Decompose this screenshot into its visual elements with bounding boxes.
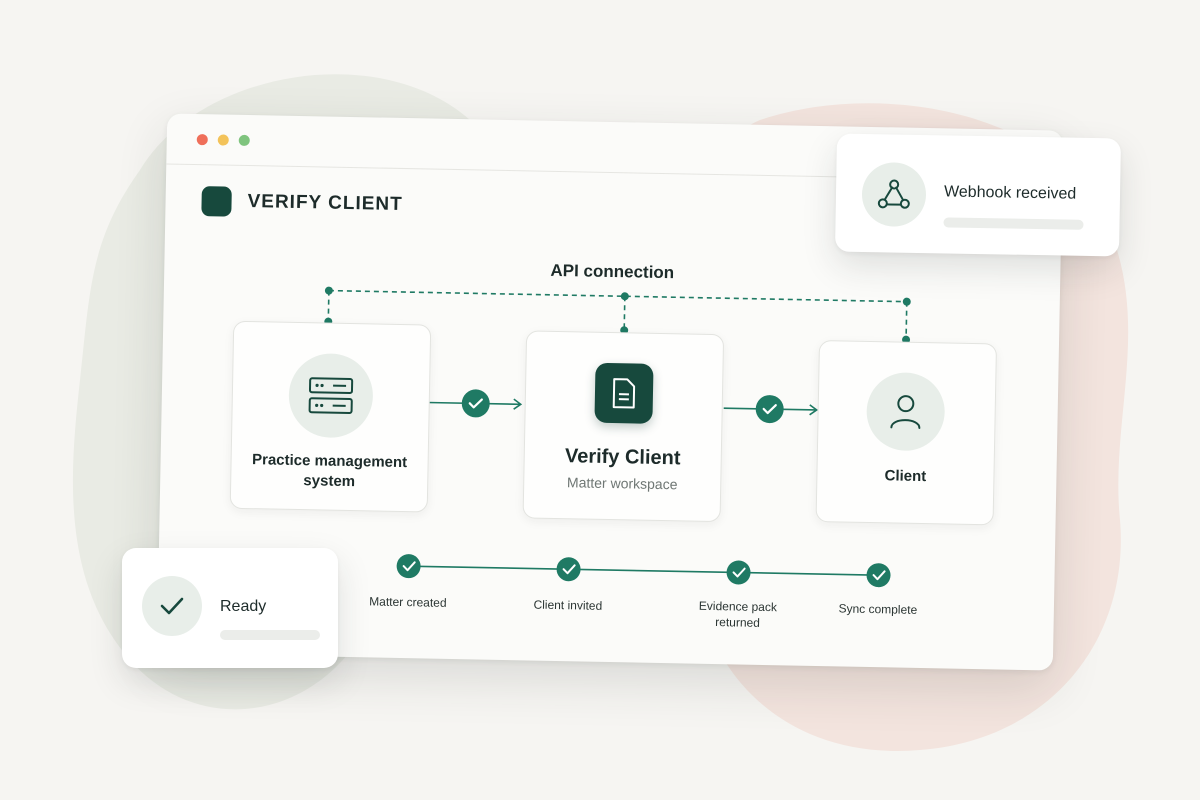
checkmark-icon — [562, 564, 576, 575]
api-drop-verify — [623, 296, 626, 331]
user-icon — [890, 395, 921, 429]
webhook-icon-wrapper — [861, 161, 927, 228]
node-practice-management[interactable]: Practice management system — [229, 320, 432, 513]
flow-check-circle — [755, 395, 784, 424]
ready-notification-card[interactable]: Ready — [122, 548, 338, 668]
node-title: Verify Client — [564, 445, 681, 470]
timeline-step-marker — [726, 560, 751, 585]
checkmark-icon — [468, 398, 483, 409]
connection-lines — [324, 286, 911, 588]
webhook-label: Webhook received — [943, 183, 1077, 203]
checkmark-icon — [872, 570, 886, 581]
webhook-placeholder-bar — [943, 217, 1084, 230]
timeline-step-marker — [866, 563, 891, 588]
app-window: VERIFY CLIENT API connection — [156, 113, 1064, 671]
api-drop-pms — [327, 290, 330, 322]
timeline-step-label: Evidence pack returned — [698, 598, 778, 630]
node-client[interactable]: Client — [815, 340, 998, 526]
user-icon-wrapper — [865, 371, 946, 452]
document-icon — [612, 378, 636, 409]
flow-check-circle — [461, 389, 490, 418]
server-icon-wrapper — [288, 352, 374, 439]
checkmark-icon-wrapper — [142, 576, 202, 636]
timeline-step-label: Sync complete — [838, 601, 918, 617]
timeline-step-label: Client invited — [533, 597, 603, 613]
webhook-icon — [877, 179, 910, 209]
checkmark-icon — [732, 567, 746, 578]
api-node-dot — [324, 286, 333, 295]
checkmark-icon — [762, 404, 777, 415]
node-subtitle: Matter workspace — [566, 474, 678, 493]
ready-label: Ready — [220, 598, 267, 615]
arrowhead-icon — [513, 398, 523, 410]
node-verify-client[interactable]: Verify Client Matter workspace — [522, 330, 725, 523]
api-node-dot — [902, 297, 911, 306]
timeline-step-label: Matter created — [369, 594, 447, 610]
timeline-step-marker — [556, 557, 581, 582]
webhook-notification-card[interactable]: Webhook received — [834, 133, 1122, 257]
checkmark-icon — [402, 561, 416, 572]
server-icon — [308, 377, 354, 415]
api-bus-line — [328, 289, 907, 303]
node-title: Client — [884, 467, 927, 486]
timeline-step-marker — [396, 554, 421, 579]
checkmark-icon — [160, 597, 184, 615]
api-drop-client — [905, 301, 908, 340]
document-icon-wrapper — [594, 362, 654, 424]
api-node-dot — [620, 292, 629, 301]
timeline-line — [408, 565, 879, 576]
node-title: Practice management system — [251, 451, 408, 491]
ready-placeholder-bar — [220, 630, 320, 640]
